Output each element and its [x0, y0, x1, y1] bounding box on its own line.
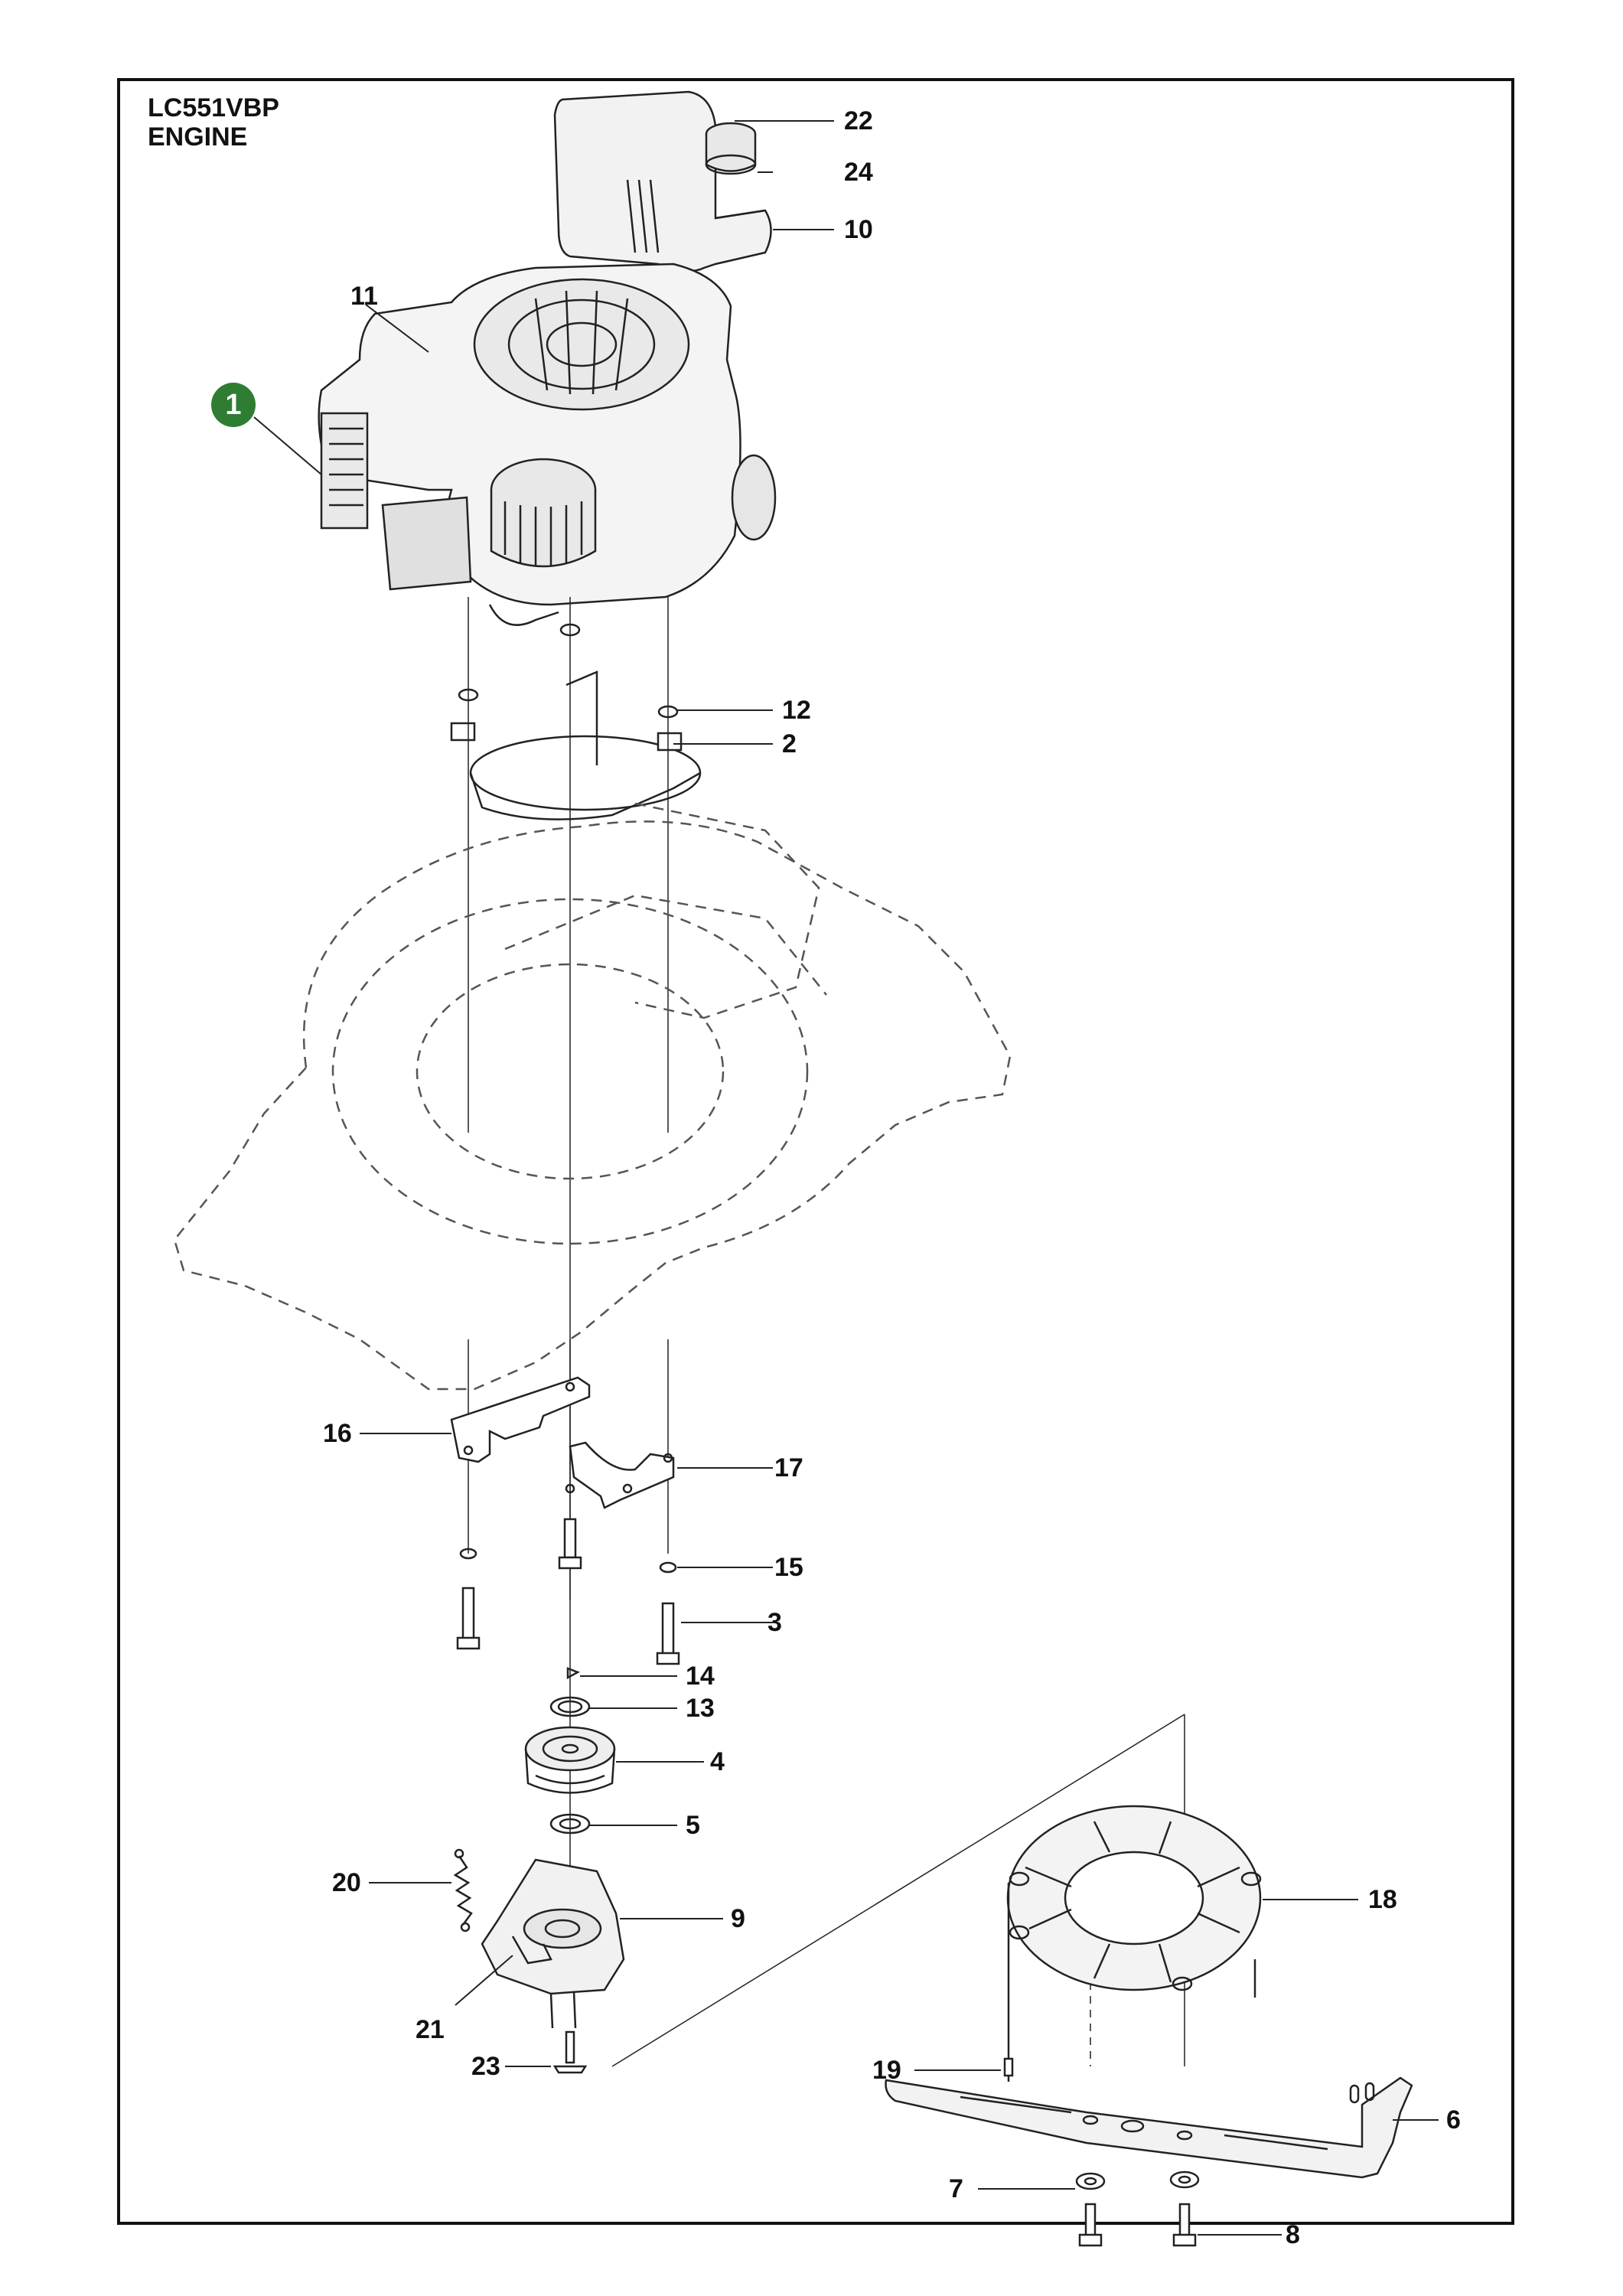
- blade-bolts: [1078, 2203, 1197, 2247]
- callout-5[interactable]: 5: [686, 1811, 700, 1840]
- fuel-tank: [553, 90, 772, 272]
- callout-leader-lines: [253, 120, 1439, 2236]
- callout-18[interactable]: 18: [1368, 1885, 1397, 1914]
- engine-block: [318, 263, 777, 626]
- shaft-washer: [549, 1813, 591, 1835]
- callout-6[interactable]: 6: [1446, 2105, 1461, 2135]
- blade-washers: [1075, 2170, 1200, 2190]
- callout-2[interactable]: 2: [782, 729, 797, 758]
- pulley: [524, 1726, 616, 1794]
- callout-20[interactable]: 20: [332, 1868, 361, 1897]
- fuel-cap: [705, 122, 757, 175]
- highlighted-part-badge[interactable]: 1: [211, 383, 256, 427]
- callout-17[interactable]: 17: [774, 1453, 803, 1482]
- callout-4[interactable]: 4: [710, 1747, 725, 1776]
- mower-deck-outline: [173, 802, 1012, 1391]
- spacer-ring: [549, 1696, 591, 1717]
- callout-3[interactable]: 3: [768, 1608, 782, 1637]
- model-name: LC551VBP: [148, 93, 279, 122]
- callout-11[interactable]: 11: [350, 282, 378, 311]
- diagram-title: LC551VBP ENGINE: [148, 93, 279, 152]
- callout-14[interactable]: 14: [686, 1662, 715, 1691]
- bracket-right: [565, 1441, 675, 1509]
- adapter-screw: [1003, 2057, 1014, 2077]
- section-name: ENGINE: [148, 122, 248, 152]
- callout-21[interactable]: 21: [416, 2015, 445, 2044]
- clutch-pin: [552, 2030, 588, 2074]
- callout-12[interactable]: 12: [782, 696, 811, 725]
- mower-blade: [885, 2076, 1413, 2179]
- return-spring: [453, 1848, 473, 1932]
- callout-8[interactable]: 8: [1286, 2220, 1300, 2249]
- mount-washers: [458, 623, 679, 719]
- brake-clutch-assembly: [481, 1858, 625, 2029]
- callout-10[interactable]: 10: [844, 215, 873, 244]
- diagram-border: [117, 78, 1514, 2225]
- callout-16[interactable]: 16: [323, 1419, 352, 1448]
- callout-13[interactable]: 13: [686, 1694, 715, 1723]
- callout-15[interactable]: 15: [774, 1553, 803, 1582]
- callout-23[interactable]: 23: [471, 2052, 500, 2081]
- bracket-left: [450, 1376, 591, 1463]
- engine-bolts: [456, 1518, 680, 1665]
- callout-19[interactable]: 19: [872, 2056, 901, 2085]
- blade-adapter: [1006, 1805, 1262, 2082]
- callout-24[interactable]: 24: [844, 158, 873, 187]
- callout-9[interactable]: 9: [731, 1904, 745, 1933]
- callout-7[interactable]: 7: [949, 2174, 963, 2203]
- callout-22[interactable]: 22: [844, 106, 873, 135]
- engine-mount-bracket: [450, 670, 702, 820]
- lock-washers: [459, 1548, 677, 1574]
- shaft-key: [566, 1667, 580, 1680]
